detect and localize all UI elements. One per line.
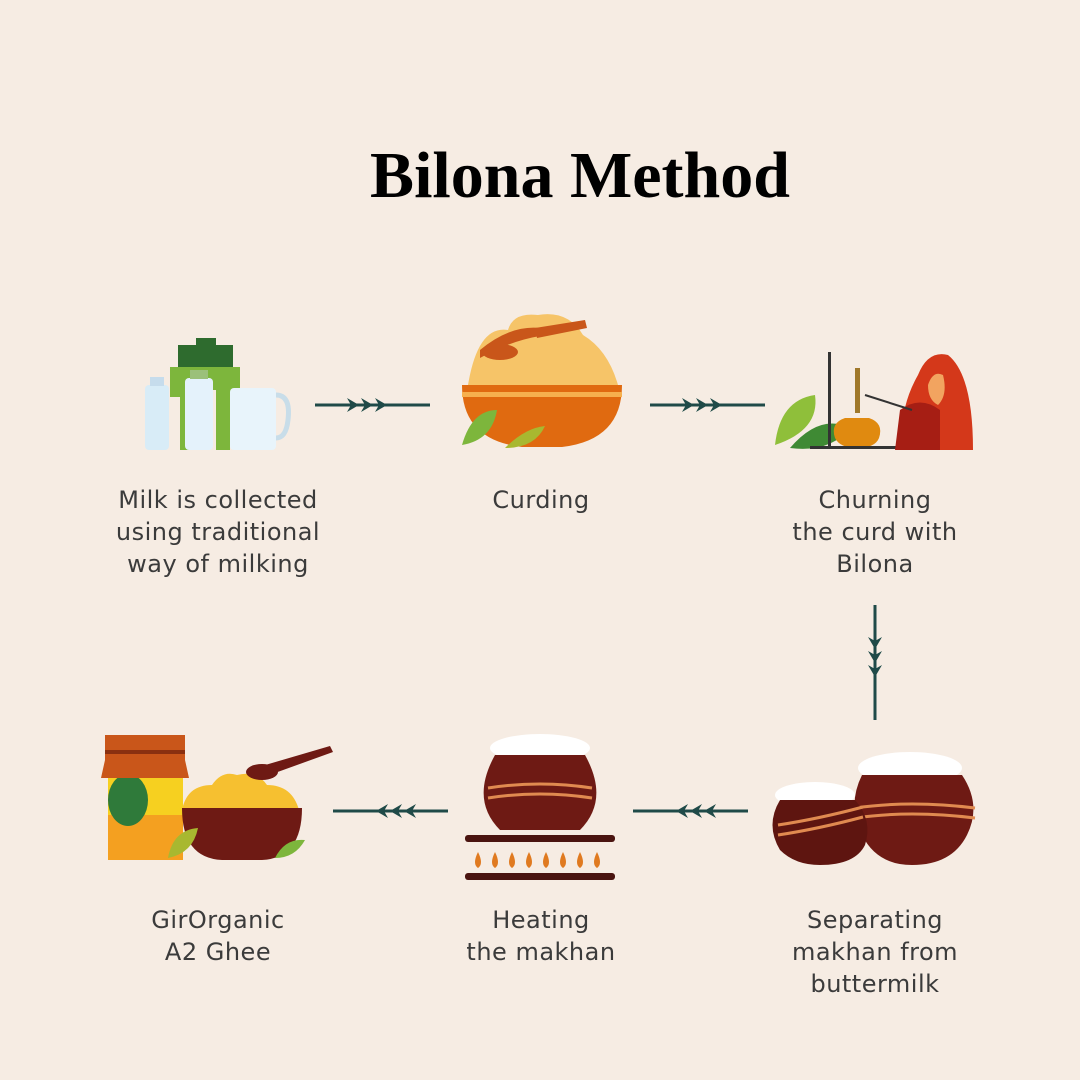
curd-bowl-icon — [462, 314, 622, 448]
step-label-heating: Heating the makhan — [391, 904, 691, 968]
label-line: the makhan — [466, 938, 616, 966]
step-label-churning: Churning the curd with Bilona — [725, 484, 1025, 580]
label-line: A2 Ghee — [164, 938, 272, 966]
label-line: using traditional — [115, 518, 321, 546]
churning-woman-icon — [775, 352, 973, 450]
label-line: the curd with — [792, 518, 958, 546]
step-label-ghee: GirOrganic A2 Ghee — [68, 904, 368, 968]
arrow-down — [868, 605, 882, 720]
label-line: makhan from — [791, 938, 959, 966]
arrow-right-1 — [315, 398, 430, 412]
arrow-left-1 — [633, 804, 748, 818]
arrow-right-2 — [650, 398, 765, 412]
step-label-separating: Separating makhan from buttermilk — [725, 904, 1025, 1000]
label-line: way of milking — [127, 550, 309, 578]
label-line: Separating — [806, 906, 944, 934]
label-line: Bilona — [836, 550, 914, 578]
ghee-jar-icon — [101, 735, 333, 860]
label-line: Heating — [492, 906, 590, 934]
label-line: Churning — [818, 486, 932, 514]
page-title: Bilona Method — [370, 139, 790, 212]
heating-pot-icon — [465, 734, 615, 880]
milk-cans-icon — [145, 338, 291, 450]
label-line: GirOrganic — [151, 906, 285, 934]
arrow-left-2 — [333, 804, 448, 818]
makhan-pots-icon — [772, 752, 976, 865]
step-label-milk-collection: Milk is collected using traditional way … — [68, 484, 368, 580]
step-label-curding: Curding — [391, 484, 691, 516]
label-line: Curding — [492, 486, 590, 514]
label-line: buttermilk — [810, 970, 940, 998]
label-line: Milk is collected — [118, 486, 318, 514]
